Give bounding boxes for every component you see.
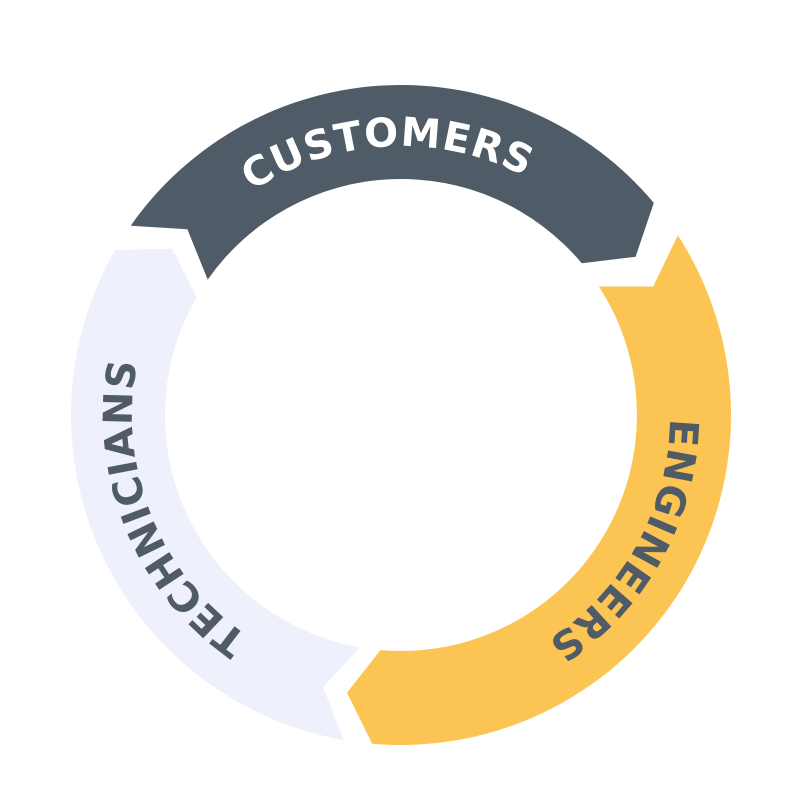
technicians-arrow-segment (70, 248, 360, 740)
segment-technicians: TECHNICIANS (70, 248, 360, 740)
engineers-arrow-segment (347, 235, 731, 745)
segment-customers: CUSTOMERS (130, 85, 654, 280)
customers-arrow-segment (130, 85, 654, 280)
segment-engineers: ENGINEERS (347, 235, 731, 745)
